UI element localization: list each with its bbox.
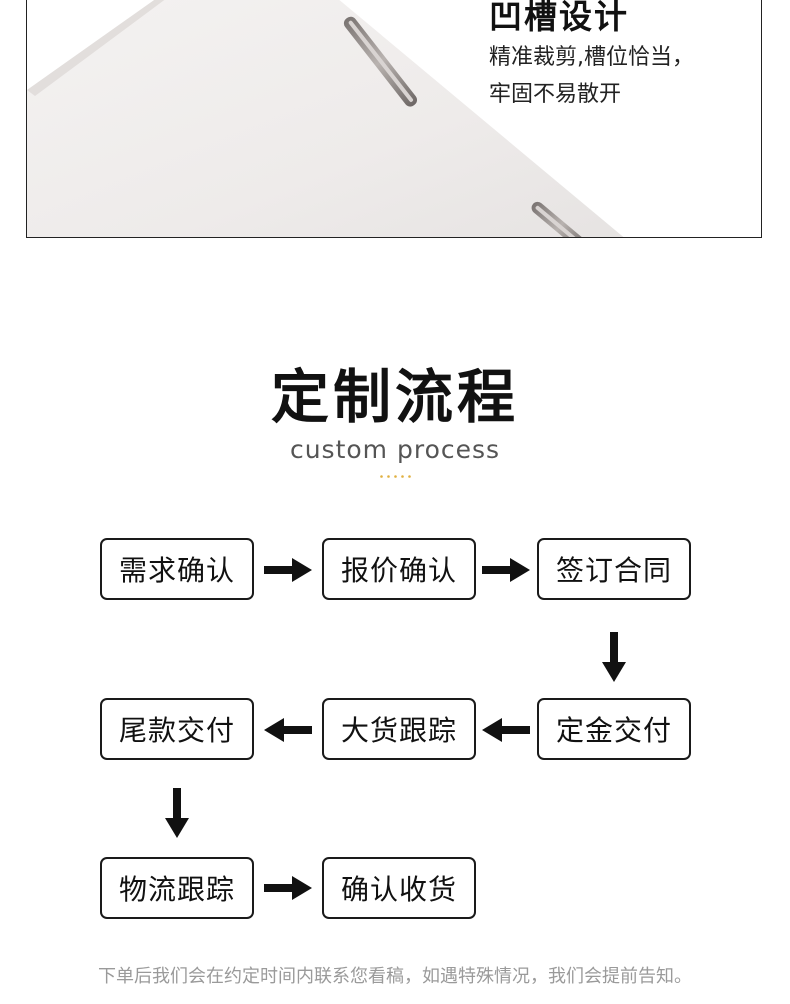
arrow-down-icon — [165, 788, 189, 838]
step-deposit-payment: 定金交付 — [537, 698, 691, 760]
process-title: 定制流程 — [270, 363, 519, 431]
product-box-image — [27, 0, 624, 237]
feature-description-line-1: 精准裁剪,槽位恰当， — [489, 45, 694, 70]
step-sign-contract: 签订合同 — [537, 538, 691, 600]
arrow-right-icon — [482, 558, 530, 582]
step-production-tracking: 大货跟踪 — [322, 698, 476, 760]
step-final-payment: 尾款交付 — [100, 698, 254, 760]
product-photo-panel: 凹槽设计 精准裁剪,槽位恰当， 牢固不易散开 — [26, 0, 762, 238]
title-dots-decoration — [380, 475, 411, 478]
process-subtitle: custom process — [289, 435, 501, 464]
feature-title: 凹槽设计 — [489, 0, 629, 36]
arrow-right-icon — [264, 558, 312, 582]
feature-description-line-2: 牢固不易散开 — [489, 82, 622, 107]
step-requirement-confirm: 需求确认 — [100, 538, 254, 600]
arrow-left-icon — [482, 718, 530, 742]
arrow-left-icon — [264, 718, 312, 742]
step-quote-confirm: 报价确认 — [322, 538, 476, 600]
step-confirm-receipt: 确认收货 — [322, 857, 476, 919]
arrow-right-icon — [264, 876, 312, 900]
footer-note: 下单后我们会在约定时间内联系您看稿，如遇特殊情况，我们会提前告知。 — [98, 966, 692, 987]
step-logistics-tracking: 物流跟踪 — [100, 857, 254, 919]
arrow-down-icon — [602, 632, 626, 682]
